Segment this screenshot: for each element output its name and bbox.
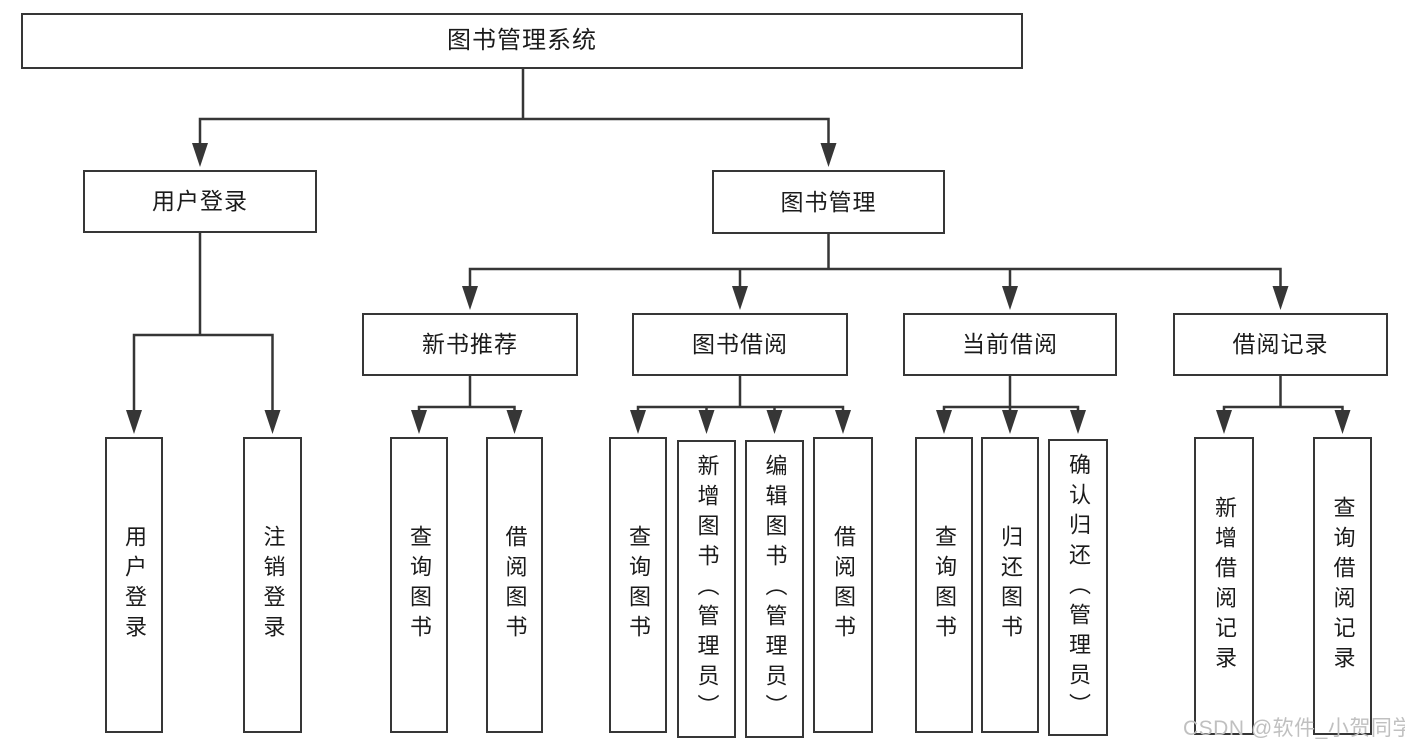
- arrowhead-icon: [820, 143, 837, 167]
- leaf-return-books: 归还图书: [981, 437, 1039, 733]
- leaf-query-borrow-record: 查询借阅记录: [1313, 437, 1372, 735]
- node-book-management: 图书管理: [712, 170, 945, 234]
- connector-borrowing-to-leaves: [630, 374, 851, 434]
- arrowhead-icon: [264, 410, 281, 434]
- arrowhead-icon: [1002, 410, 1018, 434]
- node-current-borrowing: 当前借阅: [903, 313, 1117, 376]
- connector-current-to-leaves: [936, 374, 1086, 434]
- leaf-user-login: 用户登录: [105, 437, 163, 733]
- arrowhead-icon: [1002, 286, 1018, 310]
- leaf-edit-books-admin: 编辑图书（管理员）: [745, 440, 804, 738]
- node-borrow-records: 借阅记录: [1173, 313, 1388, 376]
- leaf-add-borrow-record: 新增借阅记录: [1194, 437, 1254, 735]
- connector-user-login-to-leaves: [126, 231, 281, 434]
- leaf-add-books-admin: 新增图书（管理员）: [677, 440, 736, 738]
- leaf-query-books-borrowing: 查询图书: [609, 437, 667, 733]
- node-new-book-recommend: 新书推荐: [362, 313, 578, 376]
- leaf-borrow-books-newbooks: 借阅图书: [486, 437, 543, 733]
- arrowhead-icon: [698, 410, 715, 434]
- leaf-query-books-newbooks: 查询图书: [390, 437, 448, 733]
- arrowhead-icon: [462, 286, 478, 310]
- connector-records-to-leaves: [1216, 374, 1351, 434]
- leaf-borrow-books-borrowing: 借阅图书: [813, 437, 873, 733]
- connector-root-to-level2: [192, 67, 837, 167]
- node-root-library-system: 图书管理系统: [21, 13, 1023, 69]
- arrowhead-icon: [1216, 410, 1232, 434]
- leaf-logout: 注销登录: [243, 437, 302, 733]
- leaf-query-books-current: 查询图书: [915, 437, 973, 733]
- arrowhead-icon: [1334, 410, 1351, 434]
- arrowhead-icon: [192, 143, 208, 167]
- connector-book-mgmt-to-level3: [462, 232, 1289, 310]
- arrowhead-icon: [126, 410, 142, 434]
- arrowhead-icon: [766, 410, 783, 434]
- arrowhead-icon: [1272, 286, 1289, 310]
- connector-new-books-to-leaves: [411, 374, 523, 434]
- arrowhead-icon: [732, 286, 748, 310]
- arrowhead-icon: [630, 410, 646, 434]
- csdn-watermark: CSDN @软件_小贺同学: [1183, 717, 1405, 740]
- arrowhead-icon: [1070, 410, 1086, 434]
- node-user-login: 用户登录: [83, 170, 317, 233]
- node-book-borrowing: 图书借阅: [632, 313, 848, 376]
- arrowhead-icon: [835, 410, 851, 434]
- arrowhead-icon: [411, 410, 427, 434]
- arrowhead-icon: [936, 410, 952, 434]
- leaf-confirm-return-admin: 确认归还（管理员）: [1048, 439, 1108, 736]
- arrowhead-icon: [506, 410, 523, 434]
